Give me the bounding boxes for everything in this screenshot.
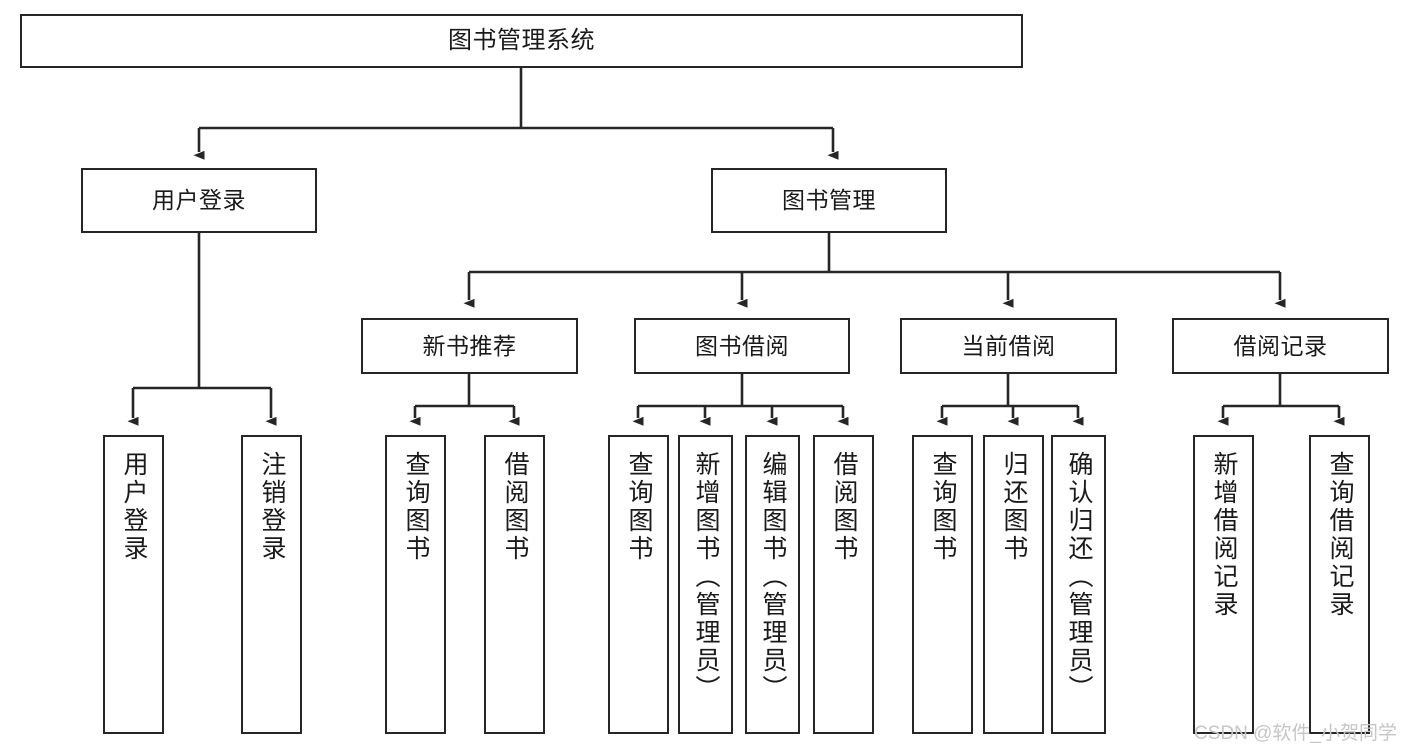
node-leaf-confirm-return-admin-label: 确认归还（管理员） [1065, 451, 1093, 703]
node-leaf-edit-book-admin-label: 编辑图书（管理员） [759, 451, 787, 703]
node-leaf-user-login[interactable]: 用户登录 [103, 435, 164, 734]
edge-record-to-leaves [1217, 374, 1345, 426]
node-leaf-query-book-3[interactable]: 查询图书 [912, 435, 973, 734]
node-borrow-record-label: 借阅记录 [1233, 332, 1328, 359]
node-current-borrow[interactable]: 当前借阅 [900, 318, 1117, 374]
node-book-manage[interactable]: 图书管理 [711, 168, 947, 233]
node-leaf-return-book-label: 归还图书 [1000, 451, 1028, 563]
node-leaf-query-book-2[interactable]: 查询图书 [608, 435, 669, 734]
node-leaf-user-login-label: 用户登录 [120, 451, 148, 563]
edge-recommend-to-leaves [409, 374, 520, 426]
node-leaf-confirm-return-admin[interactable]: 确认归还（管理员） [1051, 435, 1106, 734]
node-leaf-borrow-book-1-label: 借阅图书 [501, 451, 529, 563]
node-leaf-return-book[interactable]: 归还图书 [983, 435, 1044, 734]
node-root[interactable]: 图书管理系统 [20, 14, 1023, 68]
node-leaf-add-book-admin[interactable]: 新增图书（管理员） [678, 435, 733, 734]
node-leaf-query-book-1-label: 查询图书 [402, 451, 430, 563]
node-leaf-query-book-3-label: 查询图书 [929, 451, 957, 563]
node-leaf-add-borrow-record[interactable]: 新增借阅记录 [1193, 435, 1254, 734]
edge-root-to-level2 [193, 68, 839, 160]
node-current-borrow-label: 当前借阅 [961, 332, 1056, 359]
edge-bookmanage-to-level3 [463, 233, 1286, 308]
node-leaf-user-logout-label: 注销登录 [258, 451, 286, 563]
csdn-watermark: CSDN @软件_小贺同学 [1194, 723, 1397, 744]
node-leaf-query-borrow-record[interactable]: 查询借阅记录 [1309, 435, 1370, 734]
node-book-borrow[interactable]: 图书借阅 [634, 318, 850, 374]
edge-borrow-to-leaves [632, 374, 849, 426]
node-leaf-edit-book-admin[interactable]: 编辑图书（管理员） [745, 435, 800, 734]
node-new-book-recommend-label: 新书推荐 [422, 332, 517, 359]
node-borrow-record[interactable]: 借阅记录 [1172, 318, 1389, 374]
node-leaf-query-borrow-record-label: 查询借阅记录 [1326, 451, 1354, 619]
node-leaf-borrow-book-1[interactable]: 借阅图书 [484, 435, 545, 734]
node-leaf-add-book-admin-label: 新增图书（管理员） [692, 451, 720, 703]
node-leaf-borrow-book-2[interactable]: 借阅图书 [813, 435, 874, 734]
node-root-label: 图书管理系统 [448, 27, 595, 55]
node-user-login-label: 用户登录 [152, 187, 246, 214]
node-book-borrow-label: 图书借阅 [695, 332, 789, 359]
node-leaf-user-logout[interactable]: 注销登录 [241, 435, 302, 734]
node-book-manage-label: 图书管理 [782, 187, 876, 214]
node-user-login[interactable]: 用户登录 [81, 168, 317, 233]
node-leaf-add-borrow-record-label: 新增借阅记录 [1210, 451, 1238, 619]
node-leaf-borrow-book-2-label: 借阅图书 [830, 451, 858, 563]
node-new-book-recommend[interactable]: 新书推荐 [361, 318, 578, 374]
edge-current-to-leaves [936, 374, 1084, 426]
node-leaf-query-book-2-label: 查询图书 [625, 451, 653, 563]
edge-userlogin-to-leaves [127, 233, 277, 426]
node-leaf-query-book-1[interactable]: 查询图书 [385, 435, 446, 734]
